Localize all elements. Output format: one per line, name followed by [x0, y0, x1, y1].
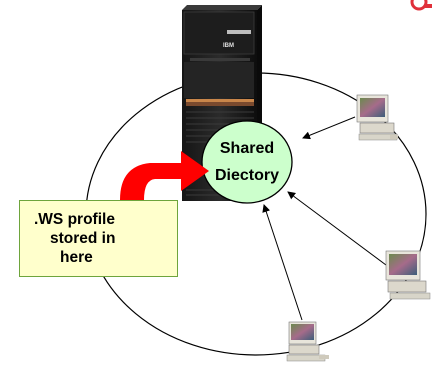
workstation-icon	[286, 321, 329, 362]
workstation-icon	[385, 250, 431, 300]
server-brand: IBM	[223, 43, 234, 49]
connector-arrow-right	[287, 191, 387, 266]
connector-arrow-top-right	[302, 116, 356, 140]
red-arrow	[120, 151, 209, 200]
shared-directory-line1: Shared	[219, 140, 275, 157]
connector-arrow-bottom	[262, 204, 303, 321]
shared-directory-line2: Diectory	[214, 167, 280, 184]
profile-note-box: .WS profile stored in here	[19, 200, 178, 277]
note-line2: stored in	[50, 230, 116, 247]
shared-directory-label: Shared Diectory	[204, 135, 290, 189]
note-line3: here	[60, 249, 93, 266]
shared-directory-ellipse	[201, 120, 293, 204]
workstation-icon	[356, 94, 398, 141]
logo-icon	[410, 0, 432, 11]
note-line1: .WS profile	[34, 211, 115, 228]
